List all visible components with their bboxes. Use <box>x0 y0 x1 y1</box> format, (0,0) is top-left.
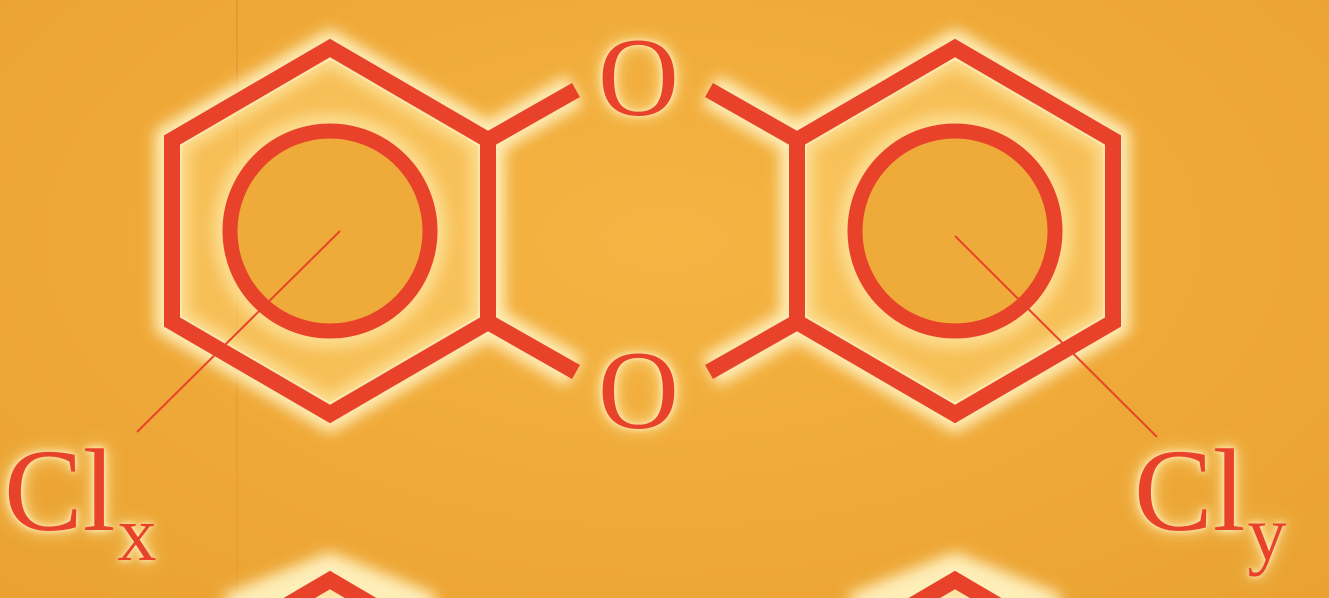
bond-left-to-bottom-oxygen <box>484 315 580 379</box>
bond-bottom-oxygen-to-right <box>705 315 801 379</box>
right-chlorine-symbol: Cl <box>1134 425 1246 556</box>
partial-ring-bottom-left <box>283 570 377 598</box>
bond-top-oxygen-to-right <box>705 83 801 147</box>
oxygen-atom-top: O <box>598 16 679 140</box>
left-aromatic-circle <box>222 123 438 339</box>
bond-left-to-top-oxygen <box>484 83 580 147</box>
partial-ring-bottom-right <box>908 570 1002 598</box>
right-aromatic-circle <box>847 123 1063 339</box>
right-chlorine-label: Cly <box>1134 432 1287 573</box>
left-chlorine-subscript: x <box>117 490 157 577</box>
left-chlorine-symbol: Cl <box>4 425 116 556</box>
left-chlorine-label: Clx <box>4 432 157 573</box>
left-chlorine-leader <box>136 230 341 433</box>
oxygen-atom-bottom: O <box>598 329 679 453</box>
right-chlorine-leader <box>954 235 1158 438</box>
right-chlorine-subscript: y <box>1247 490 1287 577</box>
